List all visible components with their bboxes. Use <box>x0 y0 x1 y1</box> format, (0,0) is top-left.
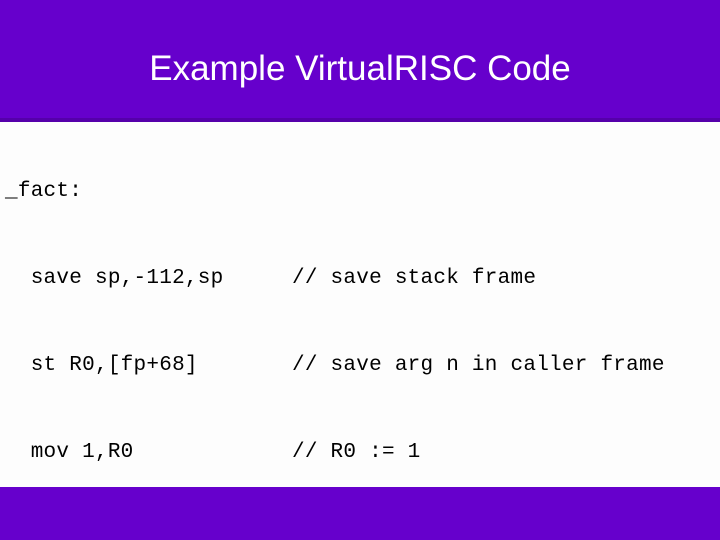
title-divider-rule <box>0 118 720 122</box>
code-instruction: save sp,-112,sp <box>5 267 224 290</box>
code-instruction: mov 1,R0 <box>5 441 134 464</box>
page-title: Example VirtualRISC Code <box>149 49 571 88</box>
footer-band <box>0 487 720 540</box>
code-instruction: st R0,[fp+68] <box>5 354 198 377</box>
code-comment: // save stack frame <box>292 267 537 290</box>
code-line: _fact: <box>0 177 720 206</box>
code-comment: // save arg n in caller frame <box>292 354 665 377</box>
code-instruction: _fact: <box>5 180 83 203</box>
title-band <box>0 0 720 118</box>
code-line: save sp,-112,sp // save stack frame <box>0 264 720 293</box>
code-listing: _fact: save sp,-112,sp // save stack fra… <box>0 119 720 540</box>
code-line: mov 1,R0 // R0 := 1 <box>0 438 720 467</box>
code-line: st R0,[fp+68] // save arg n in caller fr… <box>0 351 720 380</box>
code-comment: // R0 := 1 <box>292 441 421 464</box>
